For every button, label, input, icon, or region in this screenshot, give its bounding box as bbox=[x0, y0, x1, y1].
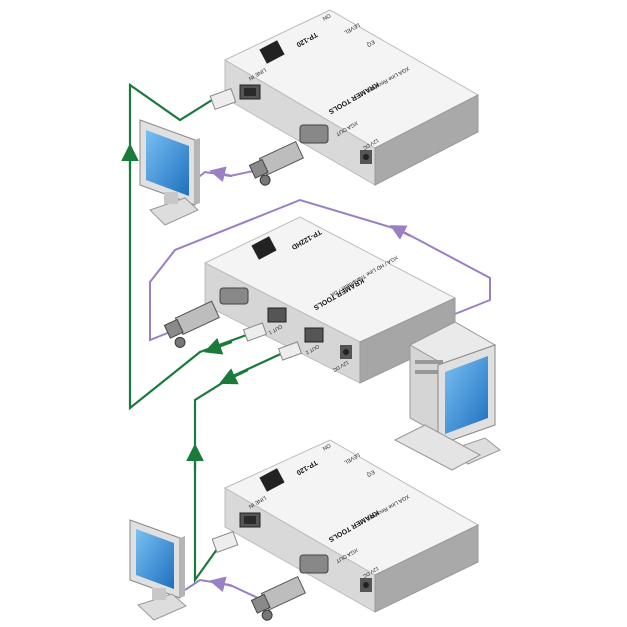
arrow-out2 bbox=[219, 368, 249, 385]
top-receiver-eq: EQ bbox=[365, 38, 376, 48]
vga-cable-from-computer bbox=[149, 198, 491, 342]
top-receiver: TP-120 KRAMER TOOLS XGA Line Receiver ON… bbox=[209, 9, 480, 186]
bottom-receiver-on: ON bbox=[321, 442, 331, 451]
bottom-monitor bbox=[129, 519, 187, 621]
cables bbox=[121, 82, 491, 599]
transmitter-vga-plug bbox=[163, 300, 220, 348]
keyboard bbox=[393, 424, 482, 471]
arrow-bottom-monitor bbox=[209, 576, 233, 593]
top-rj45-plug bbox=[209, 88, 237, 110]
computer bbox=[393, 321, 501, 471]
transmitter-out2-port bbox=[304, 327, 324, 343]
twisted-pair-cable-to-bottom-receiver bbox=[193, 351, 286, 584]
bottom-receiver-vga-port bbox=[299, 554, 329, 574]
bottom-receiver: TP-120 KRAMER TOOLS XGA Line Receiver ON… bbox=[211, 439, 480, 621]
transmitter-kramer-logo bbox=[251, 236, 277, 260]
transmitter-vga-in-port bbox=[219, 287, 249, 305]
bottom-receiver-eq: EQ bbox=[365, 468, 376, 478]
arrow-top-monitor bbox=[209, 166, 233, 183]
transmitter-out1-port bbox=[267, 307, 287, 323]
bottom-vga-plug bbox=[250, 575, 306, 621]
transmitter-out1-plug bbox=[242, 322, 268, 342]
transmitter: TP-122HD KRAMER TOOLS XGA / HD Line Tran… bbox=[163, 216, 457, 384]
bottom-rj45-plug bbox=[211, 531, 239, 553]
arrow-out1 bbox=[203, 337, 233, 355]
kramer-logo bbox=[259, 40, 285, 64]
top-monitor bbox=[139, 119, 200, 226]
arrow-purple-top bbox=[389, 225, 411, 240]
top-vga-plug bbox=[248, 140, 304, 186]
transmitter-out2-plug bbox=[277, 341, 303, 361]
top-receiver-on: ON bbox=[321, 12, 331, 21]
bottom-kramer-logo bbox=[259, 468, 285, 492]
top-receiver-vga-port bbox=[299, 124, 329, 144]
